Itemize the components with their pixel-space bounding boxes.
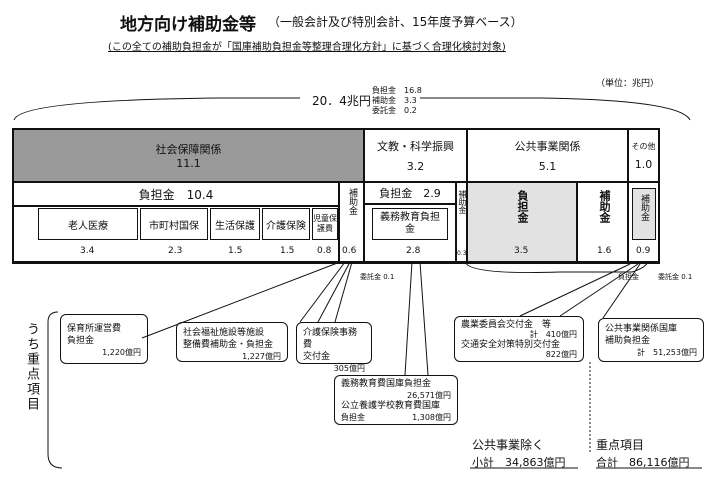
page-title: 地方向け補助金等 <box>120 15 256 35</box>
social-item-kokuho-value: 2.3 <box>168 246 183 256</box>
social-hojo-cell <box>339 182 364 262</box>
category-other: その他 1.0 <box>628 129 659 182</box>
callout-gimu-line3: 負担金 <box>341 413 365 422</box>
social-hojo-label: 補助金 <box>347 188 357 215</box>
total-breakdown: 負担金 16.8 補助金 3.3 委託金 0.2 <box>372 86 422 116</box>
callout-hoiku-amount: 1,220億円 <box>102 348 141 357</box>
breakdown-itaku: 委託金 0.2 <box>372 106 417 115</box>
category-edu-value: 3.2 <box>406 160 425 173</box>
public-futan-value: 3.5 <box>514 246 529 256</box>
social-item-roujin: 老人医療 <box>38 208 138 240</box>
social-futan-header: 負担金 10.4 <box>13 182 339 206</box>
social-item-seikatsu: 生活保護 <box>210 208 260 240</box>
breakdown-futan: 負担金 16.8 <box>372 86 422 95</box>
public-hojo-value: 1.6 <box>597 246 612 256</box>
unit-label: （単位：兆円） <box>596 79 660 89</box>
category-other-label: その他 <box>631 141 656 151</box>
category-edu-label: 文教・科学振興 <box>377 140 454 153</box>
callout-gimu-amount1: 26,571億円 <box>407 391 451 400</box>
social-hojo-value: 0.6 <box>342 246 357 256</box>
callout-kokyo-line2: 補助負担金 <box>605 336 651 346</box>
social-item-kokuho: 市町村国保 <box>140 208 208 240</box>
itaku-label-1: 委託金 0.1 <box>360 273 395 281</box>
callout-gimu-amount2: 1,308億円 <box>412 413 451 422</box>
callout-gimu-row3: 負担金 1,308億円 <box>341 412 451 423</box>
callout-kaigo-line2: 交付金 <box>303 352 331 362</box>
callout-kokyo-amount: 計 51,253億円 <box>637 348 697 357</box>
category-other-value: 1.0 <box>634 157 653 171</box>
callout-kokyo: 公共事業関係国庫 補助負担金 計 51,253億円 <box>598 318 704 362</box>
callout-kokyo-line1: 公共事業関係国庫 <box>605 324 678 334</box>
summary-key-value: 合計 86,116億円 <box>596 456 690 469</box>
page-subtitle: （一般会計及び特別会計、15年度予算ベース） <box>268 15 523 29</box>
callout-nogyo-amount2: 822億円 <box>545 350 577 359</box>
callout-shakai-amount: 1,227億円 <box>242 352 281 361</box>
callout-shakai-line2: 整備費補助金・負担金 <box>183 340 274 350</box>
callout-kaigo-amount: 305億円 <box>333 364 365 373</box>
category-edu: 文教・科学振興 3.2 <box>364 129 467 182</box>
edu-item-gimu: 義務教育負担金 <box>372 208 448 240</box>
futan-label-small: 負担金 <box>618 273 639 281</box>
side-label: うち重点項目 <box>24 322 39 412</box>
edu-item-gimu-value: 2.8 <box>406 246 421 256</box>
edu-futan-group <box>364 204 456 262</box>
other-hojo-label: 補助金 <box>639 194 649 221</box>
callout-nogyo: 農業委員会交付金 等 計 410億円 交通安全対策特別交付金 822億円 <box>454 316 584 362</box>
itaku-label-2: 委託金 0.1 <box>658 273 693 281</box>
summary-excl-value: 小計 34,863億円 <box>472 456 566 469</box>
summary-excl-label: 公共事業除く <box>472 438 545 452</box>
edu-futan-header: 負担金 2.9 <box>364 182 456 204</box>
public-hojo-cell <box>577 182 628 262</box>
social-item-kaigo-value: 1.5 <box>280 246 295 256</box>
callout-hoiku: 保育所運営費 負担金 1,220億円 <box>60 314 148 364</box>
other-cell <box>628 182 659 262</box>
public-futan-cell <box>467 182 577 262</box>
total-amount: 20．4兆円 <box>312 92 371 109</box>
callout-gimu-line2: 公立養護学校教育費国庫 <box>341 401 441 411</box>
category-social: 社会保障関係 11.1 <box>13 129 364 182</box>
summary-key-label: 重点項目 <box>596 438 645 452</box>
category-public-label: 公共事業関係 <box>514 140 581 153</box>
callout-nogyo-amount1: 計 410億円 <box>529 330 577 339</box>
callout-shakai: 社会福祉施設等施設 整備費補助金・負担金 1,227億円 <box>176 322 288 362</box>
social-futan-group <box>13 206 339 262</box>
callout-shakai-line1: 社会福祉施設等施設 <box>183 328 265 338</box>
callout-nogyo-line2: 交通安全対策特別交付金 <box>461 340 561 350</box>
category-public: 公共事業関係 5.1 <box>467 129 628 182</box>
edu-hojo-cell <box>456 182 467 262</box>
social-item-roujin-value: 3.4 <box>80 246 95 256</box>
callout-kaigo-line1: 介護保険事務費 <box>303 328 358 350</box>
category-social-value: 11.1 <box>176 157 201 170</box>
social-item-jidou-value: 0.8 <box>317 246 332 256</box>
breakdown-hojo: 補助金 3.3 <box>372 96 417 105</box>
callout-hoiku-line1: 保育所運営費 <box>67 324 122 334</box>
social-item-jidou: 児童保護費 <box>312 208 338 240</box>
other-hojo-value: 0.9 <box>636 246 651 256</box>
social-item-kaigo: 介護保険 <box>262 208 310 240</box>
other-hojo-cell <box>632 188 656 240</box>
edu-hojo-label: 補助金 <box>458 190 467 214</box>
category-social-label: 社会保障関係 <box>155 143 222 156</box>
callout-hoiku-line2: 負担金 <box>67 336 95 346</box>
scope-note: (この全ての補助負担金が「国庫補助負担金等整理合理化方針」に基づく合理化検討対象… <box>108 42 506 53</box>
callout-nogyo-line1: 農業委員会交付金 等 <box>461 320 552 330</box>
callout-gimu-line1: 義務教育費国庫負担金 <box>341 379 432 389</box>
callout-kaigo: 介護保険事務費 交付金 305億円 <box>296 322 372 373</box>
social-item-seikatsu-value: 1.5 <box>228 246 243 256</box>
public-hojo-label: 補助金 <box>598 190 611 223</box>
callout-gimu: 義務教育費国庫負担金 26,571億円 公立養護学校教育費国庫 負担金 1,30… <box>334 375 458 425</box>
public-futan-label: 負担金 <box>516 190 529 223</box>
category-public-value: 5.1 <box>538 160 557 173</box>
edu-hojo-value: 0.3 <box>457 250 467 257</box>
